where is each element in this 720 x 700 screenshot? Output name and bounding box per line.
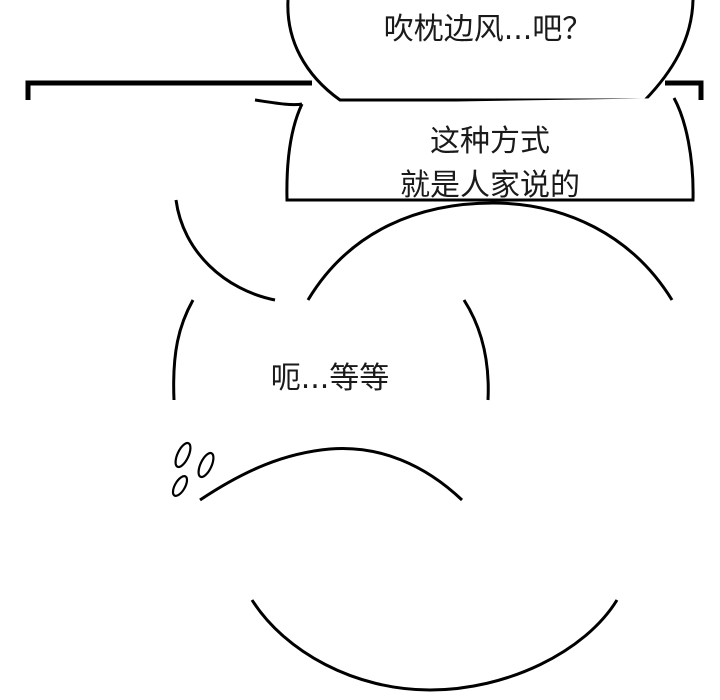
speech-bubble-top xyxy=(286,0,695,102)
bubble-text-lower: 呃...等等 xyxy=(271,357,390,401)
bubble-text-line: 吹枕边风...吧？ xyxy=(383,12,593,47)
bubble-text-line: 这种方式 xyxy=(430,124,550,159)
speech-bubble-middle xyxy=(254,97,695,202)
bubble-text-middle: 这种方式 就是人家说的 xyxy=(400,120,580,208)
speech-bubble-bottom xyxy=(199,446,619,692)
sweat-marks-icon xyxy=(171,441,215,497)
speech-bubble-lower xyxy=(172,199,674,401)
bubble-text-top: 吹枕边风...吧？ xyxy=(384,8,593,52)
bubble-text-line: 就是人家说的 xyxy=(400,168,580,203)
bubble-text-line: 呃...等等 xyxy=(270,361,390,396)
panel-border xyxy=(25,80,704,100)
